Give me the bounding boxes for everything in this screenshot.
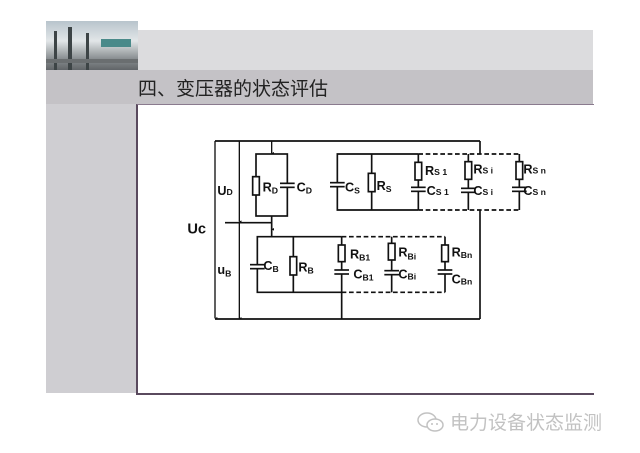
content-panel xyxy=(136,104,594,395)
rbi-resistor xyxy=(387,242,396,261)
rd-resistor xyxy=(251,175,261,196)
rs1-resistor xyxy=(414,161,423,181)
label-rd: RD xyxy=(263,181,278,196)
label-csi: CS i xyxy=(473,184,493,198)
slide-title: 四、变压器的状态评估 xyxy=(138,78,329,100)
wechat-icon xyxy=(417,411,444,432)
label-cbn: CBn xyxy=(452,272,473,286)
label-cd: CD xyxy=(297,181,312,196)
rb1-resistor xyxy=(337,244,346,263)
left-sidebar-band xyxy=(46,104,136,393)
label-rs: RS xyxy=(377,179,392,194)
label-cs: CS xyxy=(345,181,360,196)
label-rb: RB xyxy=(298,261,313,276)
watermark: 电力设备状态监测 xyxy=(416,408,602,435)
equivalent-circuit-diagram: UD Uc uB RD CD CS RS RS 1 CS 1 RS i CS i… xyxy=(187,140,546,320)
rbn-resistor xyxy=(440,244,450,263)
wires xyxy=(215,140,521,320)
rsn-resistor xyxy=(515,160,524,181)
rsi-resistor xyxy=(464,160,473,181)
label-rbn: RBn xyxy=(452,246,473,260)
label-rs1: RS 1 xyxy=(425,164,447,178)
substation-photo xyxy=(46,21,138,71)
label-cb: CB xyxy=(263,259,278,274)
label-rbi: RBi xyxy=(398,246,416,262)
label-cs1: CS 1 xyxy=(427,184,449,198)
label-cb1: CB1 xyxy=(353,267,373,282)
label-rb1: RB1 xyxy=(350,247,370,262)
label-uc: Uc xyxy=(187,221,206,237)
label-rsi: RS i xyxy=(473,162,493,176)
rs-resistor xyxy=(367,172,376,193)
voltage-arrows xyxy=(214,141,274,320)
label-csn: CS n xyxy=(523,184,546,198)
label-rsn: RS n xyxy=(523,162,546,176)
watermark-text: 电力设备状态监测 xyxy=(450,412,603,434)
rb-resistor xyxy=(289,255,298,276)
label-ud: UD xyxy=(217,184,232,198)
label-cbi: CBi xyxy=(398,267,416,281)
title-band xyxy=(46,70,593,104)
label-ub: uB xyxy=(217,263,231,279)
